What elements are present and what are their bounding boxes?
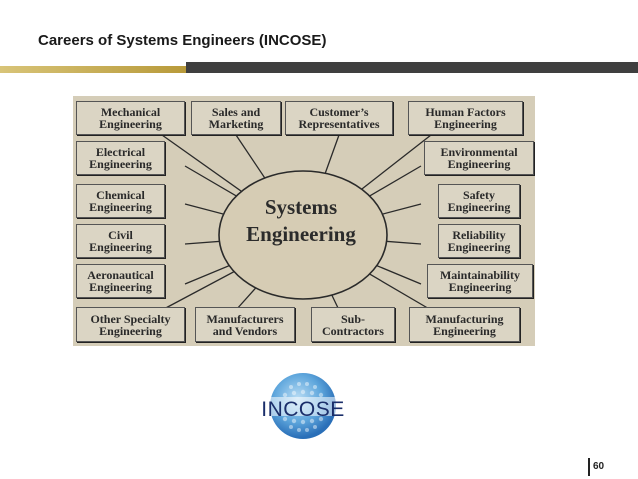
logo-wordmark: INCOSE xyxy=(261,398,345,421)
box-manufacturers-and-vendors: Manufacturers and Vendors xyxy=(195,307,295,342)
box-sales-and-marketing: Sales and Marketing xyxy=(191,101,281,135)
box-sub-contractors: Sub- Contractors xyxy=(311,307,395,342)
box-electrical-engineering: Electrical Engineering xyxy=(76,141,165,175)
page-number: 60 xyxy=(593,461,605,472)
box-chemical-engineering: Chemical Engineering xyxy=(76,184,165,218)
incose-logo: INCOSE xyxy=(254,372,352,440)
box-aeronautical-engineering: Aeronautical Engineering xyxy=(76,264,165,298)
connector-lines xyxy=(161,134,432,311)
title-rule-dark xyxy=(186,62,638,73)
slide-title: Careers of Systems Engineers (INCOSE) xyxy=(38,32,327,49)
box-maintainability-engineering: Maintainability Engineering xyxy=(427,264,533,298)
box-mechanical-engineering: Mechanical Engineering xyxy=(76,101,185,135)
title-rule-gold xyxy=(0,66,186,73)
box-manufacturing-engineering: Manufacturing Engineering xyxy=(409,307,520,342)
box-civil-engineering: Civil Engineering xyxy=(76,224,165,258)
box-human-factors-engineering: Human Factors Engineering xyxy=(408,101,523,135)
box-environmental-engineering: Environmental Engineering xyxy=(424,141,534,175)
center-ellipse xyxy=(218,170,388,300)
careers-diagram: Systems Engineering Mechanical Engineeri… xyxy=(73,96,535,346)
center-label: Systems Engineering xyxy=(246,195,356,246)
box-customers-representatives: Customer’s Representatives xyxy=(285,101,393,135)
box-safety-engineering: Safety Engineering xyxy=(438,184,520,218)
box-reliability-engineering: Reliability Engineering xyxy=(438,224,520,258)
globe-icon xyxy=(254,373,352,439)
box-other-specialty-engineering: Other Specialty Engineering xyxy=(76,307,185,342)
page-number-bar xyxy=(588,458,590,476)
